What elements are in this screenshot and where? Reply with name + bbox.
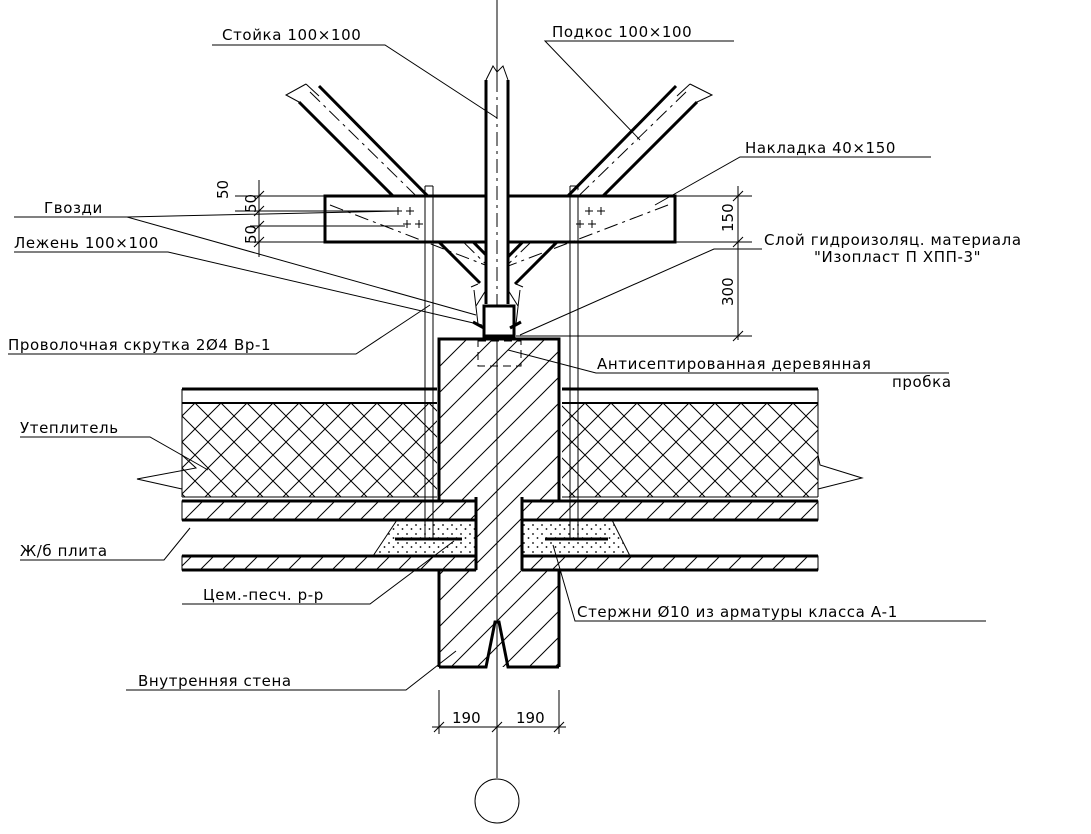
label-rods: Стержни Ø10 из арматуры класса А-1	[577, 603, 898, 621]
label-wire-twist: Проволочная скрутка 2Ø4 Вр-1	[8, 336, 271, 354]
label-post: Стойка 100×100	[222, 26, 361, 44]
steel-rod-right	[545, 185, 608, 541]
sleeper	[482, 304, 516, 338]
dimension-vertical-right	[516, 186, 752, 342]
rc-slab-right	[520, 497, 819, 572]
label-rc-slab: Ж/б плита	[20, 542, 108, 560]
label-wooden-plug-1: Антисептированная деревянная	[597, 355, 872, 373]
label-nails: Гвозди	[44, 199, 103, 217]
axis-marker-circle	[474, 778, 520, 824]
dimension-vertical-left	[235, 180, 405, 257]
label-sleeper: Лежень 100×100	[14, 234, 159, 252]
break-line-left	[136, 454, 198, 490]
dim-150: 150	[719, 203, 737, 232]
leader-lines	[8, 40, 986, 691]
brace-right	[496, 82, 714, 290]
dim-190-right: 190	[516, 709, 545, 727]
label-waterproofing-1: Слой гидроизоляц. материала	[764, 231, 1022, 249]
dim-190-left: 190	[452, 709, 481, 727]
label-inner-wall: Внутренняя стена	[138, 672, 292, 690]
break-line-right	[817, 454, 864, 490]
label-waterproofing-2: "Изопласт П ХПП-3"	[814, 248, 981, 266]
label-insulation: Утеплитель	[20, 419, 119, 437]
rc-slab-left	[181, 497, 478, 572]
wire-twist	[470, 283, 524, 330]
brace-left	[284, 82, 498, 290]
insulation-layer	[181, 403, 819, 497]
nails	[394, 207, 605, 228]
dimension-horizontal-bottom	[432, 690, 566, 734]
post	[484, 65, 510, 304]
label-wooden-plug-2: пробка	[892, 373, 952, 391]
inner-wall	[437, 337, 561, 669]
label-cover-board: Накладка 40×150	[745, 139, 896, 157]
dim-50-bot: 50	[242, 225, 260, 244]
label-mortar: Цем.-песч. р-р	[203, 586, 324, 604]
label-brace: Подкос 100×100	[552, 23, 692, 41]
dim-50-mid: 50	[242, 194, 260, 213]
dim-50-top: 50	[214, 180, 232, 199]
dim-300: 300	[719, 277, 737, 306]
